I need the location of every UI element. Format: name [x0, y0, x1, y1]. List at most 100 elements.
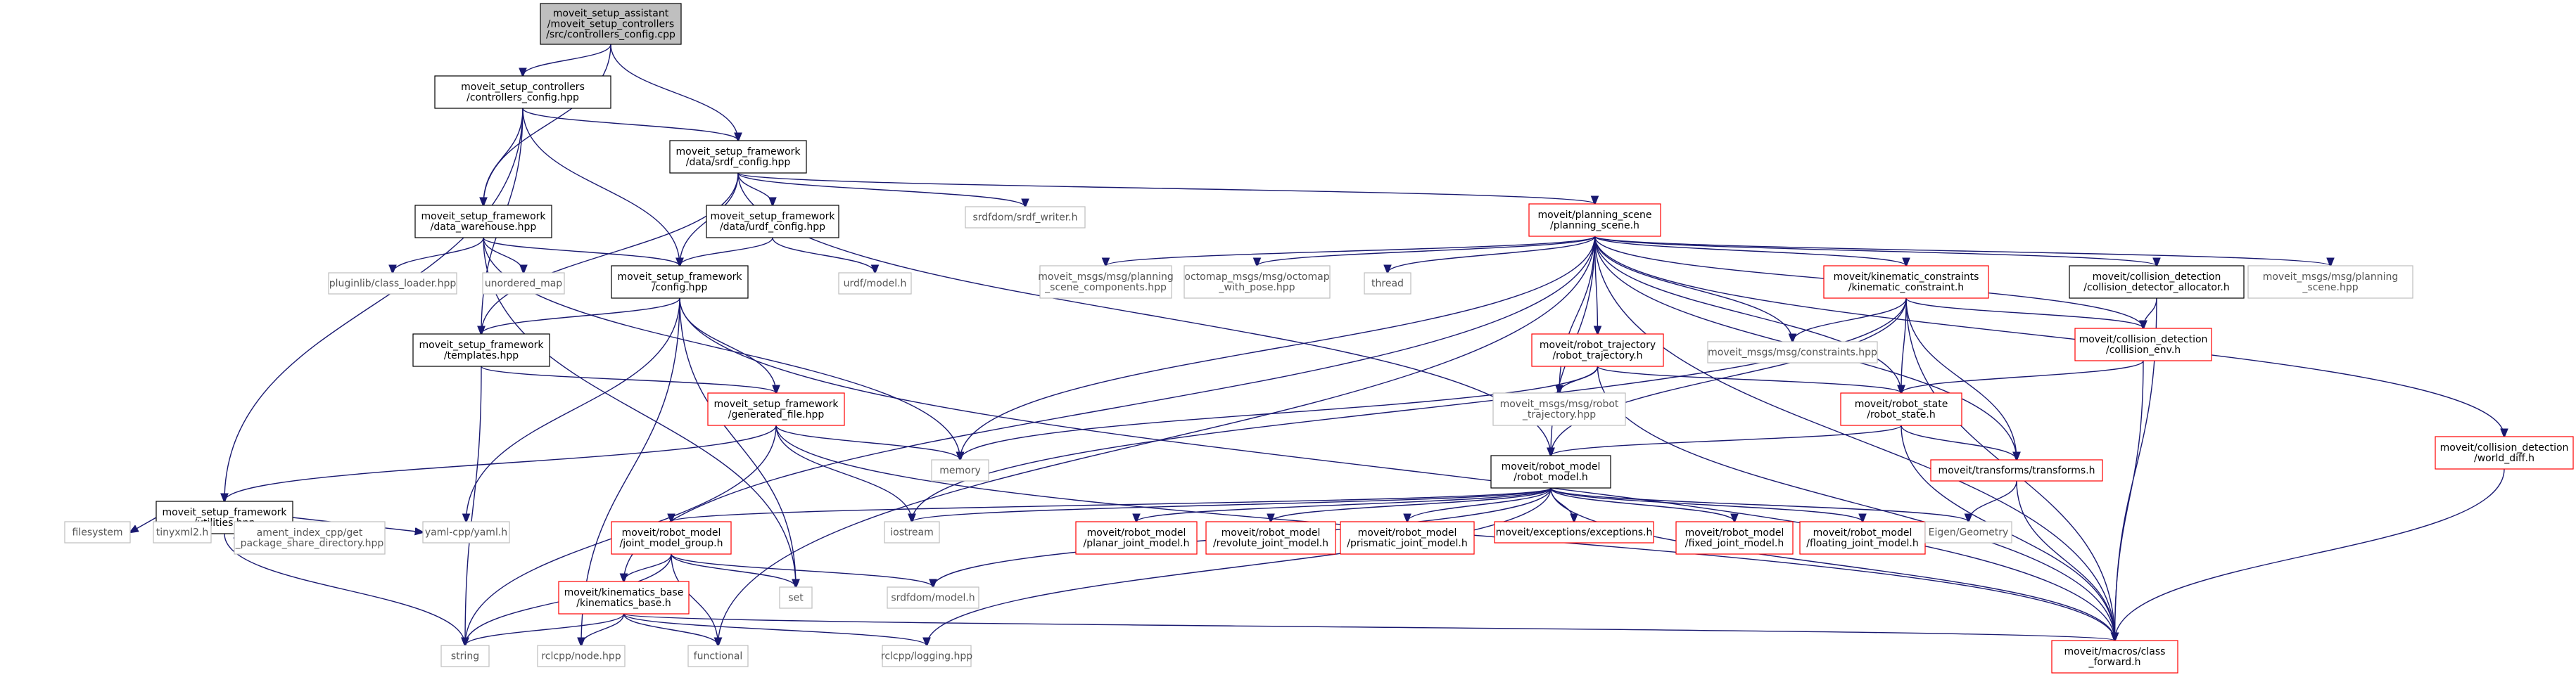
edge-kb-to-functional — [623, 613, 718, 645]
node-pjm[interactable]: moveit/robot_model/planar_joint_model.h — [1075, 521, 1198, 555]
node-label-line: /controllers_config.hpp — [467, 92, 579, 103]
edge-rm-to-fljm — [1550, 487, 1863, 522]
edge-jmg-to-srdfmodel — [671, 553, 933, 587]
edge-genfile-to-util — [224, 425, 777, 501]
node-iostream[interactable]: iostream — [884, 521, 940, 544]
node-box — [611, 521, 732, 555]
node-label-line: /prismatic_joint_model.h — [1347, 538, 1467, 549]
node-urdfmodel[interactable]: urdf/model.h — [838, 272, 912, 295]
node-thread[interactable]: thread — [1364, 272, 1411, 295]
node-psmsg[interactable]: moveit_msgs/msg/planning_scene.hpp — [2247, 265, 2413, 299]
node-functional[interactable]: functional — [687, 645, 749, 667]
node-label-line: /collision_env.h — [2106, 345, 2181, 356]
node-label-line: moveit/macros/class — [2064, 646, 2166, 657]
node-box — [2435, 436, 2574, 470]
node-label-line: /planar_joint_model.h — [1084, 538, 1190, 549]
node-box — [1528, 203, 1661, 237]
edge-ps-to-constraints — [1594, 236, 1793, 342]
node-rm[interactable]: moveit/robot_model/robot_model.h — [1490, 455, 1611, 489]
node-tf[interactable]: moveit/transforms/transforms.h — [1930, 459, 2103, 482]
node-box — [1707, 341, 1878, 364]
node-config[interactable]: moveit_setup_framework/config.hpp — [611, 265, 749, 299]
edge-rm-to-eigen — [1550, 487, 1969, 522]
node-label-line: _scene_components.hpp — [1044, 282, 1167, 293]
node-rtmsg[interactable]: moveit_msgs/msg/robot_trajectory.hpp — [1492, 392, 1626, 426]
node-fljm[interactable]: moveit/robot_model/floating_joint_model.… — [1799, 521, 1926, 555]
node-root[interactable]: moveit_setup_assistant/moveit_setup_cont… — [540, 3, 682, 45]
node-kc[interactable]: moveit/kinematic_constraints/kinematic_c… — [1823, 265, 1989, 299]
node-templates[interactable]: moveit_setup_framework/templates.hpp — [412, 333, 550, 367]
node-label-line: moveit/collision_detection — [2079, 334, 2208, 345]
node-label-line: moveit/robot_model — [1813, 527, 1912, 539]
node-eigen[interactable]: Eigen/Geometry — [1924, 521, 2012, 544]
node-string[interactable]: string — [440, 645, 490, 667]
node-set[interactable]: set — [779, 586, 813, 609]
node-filesystem[interactable]: filesystem — [64, 521, 131, 544]
node-memory[interactable]: memory — [931, 459, 989, 482]
node-label-line: moveit/collision_detection — [2093, 271, 2221, 283]
edge-wd-to-cf — [2115, 468, 2505, 641]
node-srdfwriter[interactable]: srdfdom/srdf_writer.h — [965, 206, 1086, 229]
edge-ps-to-memory — [960, 236, 1596, 460]
node-label-line: /templates.hpp — [444, 350, 519, 361]
edge-srdf-to-urdf — [737, 172, 773, 205]
node-psc[interactable]: moveit_msgs/msg/planning_scene_component… — [1038, 265, 1174, 299]
node-label-line: moveit/robot_model — [1685, 527, 1784, 539]
node-rt[interactable]: moveit/robot_trajectory/robot_trajectory… — [1531, 333, 1664, 367]
node-label-line: _with_pose.hpp — [1218, 282, 1295, 293]
node-constraints[interactable]: moveit_msgs/msg/constraints.hpp — [1707, 341, 1878, 364]
node-label-line: moveit_msgs/msg/constraints.hpp — [1708, 347, 1877, 359]
node-label-line: /fixed_joint_model.h — [1685, 538, 1784, 549]
node-logging[interactable]: rclcpp/logging.hpp — [881, 645, 972, 667]
node-label-line: moveit/robot_trajectory — [1540, 340, 1656, 351]
node-tinyxml[interactable]: tinyxml2.h — [153, 521, 212, 544]
node-fjm[interactable]: moveit/robot_model/fixed_joint_model.h — [1675, 521, 1794, 555]
edge-dw-to-pluginlib — [393, 237, 484, 273]
node-rjm[interactable]: moveit/robot_model/revolute_joint_model.… — [1205, 521, 1336, 555]
node-ce[interactable]: moveit/collision_detection/collision_env… — [2074, 328, 2212, 361]
edge-config-to-set — [679, 297, 796, 587]
node-jmg[interactable]: moveit/robot_model/joint_model_group.h — [611, 521, 732, 555]
node-ament[interactable]: ament_index_cpp/get_package_share_direct… — [234, 521, 386, 555]
node-srdf[interactable]: moveit_setup_framework/data/srdf_config.… — [669, 140, 807, 174]
node-exc[interactable]: moveit/exceptions/exceptions.h — [1494, 521, 1654, 544]
node-box — [687, 645, 749, 667]
node-dw[interactable]: moveit_setup_framework/data_warehouse.hp… — [414, 205, 552, 238]
edge-ps-to-psc — [1106, 236, 1596, 266]
node-label-line: moveit/transforms/transforms.h — [1938, 465, 2095, 477]
node-cc[interactable]: moveit_setup_controllers/controllers_con… — [434, 75, 611, 109]
node-box — [2051, 640, 2178, 674]
node-box — [779, 586, 813, 609]
node-nodehpp[interactable]: rclcpp/node.hpp — [537, 645, 626, 667]
node-prjm[interactable]: moveit/robot_model/prismatic_joint_model… — [1340, 521, 1475, 555]
edge-rm-to-prjm — [1407, 487, 1552, 522]
node-unordered_map[interactable]: unordered_map — [482, 272, 565, 295]
edge-ps-to-kc — [1594, 236, 1907, 266]
edge-kb-to-cf — [623, 613, 2115, 641]
node-cda[interactable]: moveit/collision_detection/collision_det… — [2069, 265, 2245, 299]
node-pluginlib[interactable]: pluginlib/class_loader.hpp — [328, 272, 457, 295]
node-label-line: moveit/planning_scene — [1537, 210, 1651, 221]
edge-jmg-to-set — [671, 553, 796, 587]
node-rs[interactable]: moveit/robot_state/robot_state.h — [1840, 392, 1962, 426]
node-label-line: filesystem — [72, 527, 123, 539]
node-ps[interactable]: moveit/planning_scene/planning_scene.h — [1528, 203, 1661, 237]
edge-cda-to-ce — [2143, 297, 2157, 328]
node-genfile[interactable]: moveit_setup_framework/generated_file.hp… — [707, 392, 845, 426]
node-srdfmodel[interactable]: srdfdom/model.h — [887, 586, 979, 609]
node-urdf[interactable]: moveit_setup_framework/data/urdf_config.… — [706, 205, 839, 238]
node-box — [2247, 265, 2413, 299]
node-yaml[interactable]: yaml-cpp/yaml.h — [422, 521, 510, 544]
node-wd[interactable]: moveit/collision_detection/world_diff.h — [2435, 436, 2574, 470]
node-label-line: /planning_scene.h — [1550, 220, 1639, 231]
node-octomap[interactable]: octomap_msgs/msg/octomap_with_pose.hpp — [1184, 265, 1331, 299]
node-cf[interactable]: moveit/macros/class_forward.h — [2051, 640, 2178, 674]
edge-kb-to-string — [465, 613, 625, 645]
edge-root-to-srdf — [610, 44, 738, 141]
edge-rm-to-iostream — [912, 487, 1552, 522]
node-label-line: moveit/robot_model — [1087, 527, 1186, 539]
node-box — [965, 206, 1086, 229]
node-kb[interactable]: moveit/kinematics_base/kinematics_base.h — [558, 581, 690, 615]
node-box — [611, 265, 749, 299]
node-label-line: moveit_setup_framework — [617, 271, 742, 283]
